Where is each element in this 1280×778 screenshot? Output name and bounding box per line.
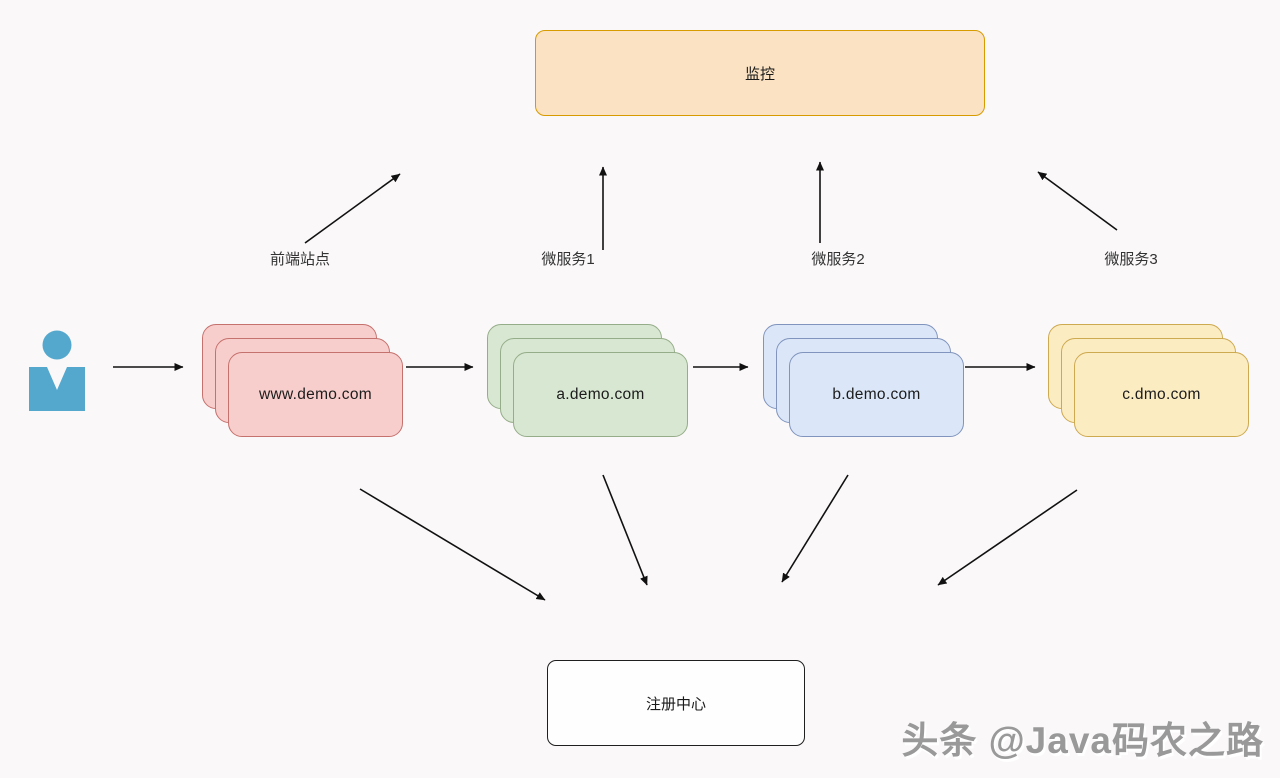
arrow-web-to-registry <box>359 488 546 601</box>
arrow-frontend-to-monitor <box>304 173 401 244</box>
label-frontend-site: 前端站点 <box>269 251 330 268</box>
label-microservice-3: 微服务3 <box>1104 251 1158 268</box>
arrow-a-to-registry <box>602 474 648 586</box>
stack-b-demo-com: b.demo.com <box>763 324 964 437</box>
card-front: www.demo.com <box>228 352 403 437</box>
stack-www-demo-com: www.demo.com <box>202 324 403 437</box>
card-front: b.demo.com <box>789 352 964 437</box>
stack-label: c.dmo.com <box>1122 385 1201 403</box>
arrow-b-to-registry <box>781 474 849 583</box>
label-microservice-2: 微服务2 <box>811 251 865 268</box>
user-icon <box>29 330 85 411</box>
registry-label: 注册中心 <box>645 695 706 713</box>
stack-label: a.demo.com <box>556 385 645 403</box>
stack-label: www.demo.com <box>259 385 372 403</box>
stack-c-dmo-com: c.dmo.com <box>1048 324 1249 437</box>
watermark-text: 头条 @Java码农之路 <box>901 720 1264 761</box>
stack-label: b.demo.com <box>832 385 921 403</box>
monitor-label: 监控 <box>744 65 775 83</box>
stack-a-demo-com: a.demo.com <box>487 324 688 437</box>
monitor-box: 监控 <box>535 30 985 116</box>
label-microservice-1: 微服务1 <box>541 251 595 268</box>
card-front: c.dmo.com <box>1074 352 1249 437</box>
card-front: a.demo.com <box>513 352 688 437</box>
arrow-ms3-to-monitor <box>1037 171 1118 231</box>
registry-box: 注册中心 <box>547 660 805 746</box>
arrow-c-to-registry <box>937 489 1078 586</box>
